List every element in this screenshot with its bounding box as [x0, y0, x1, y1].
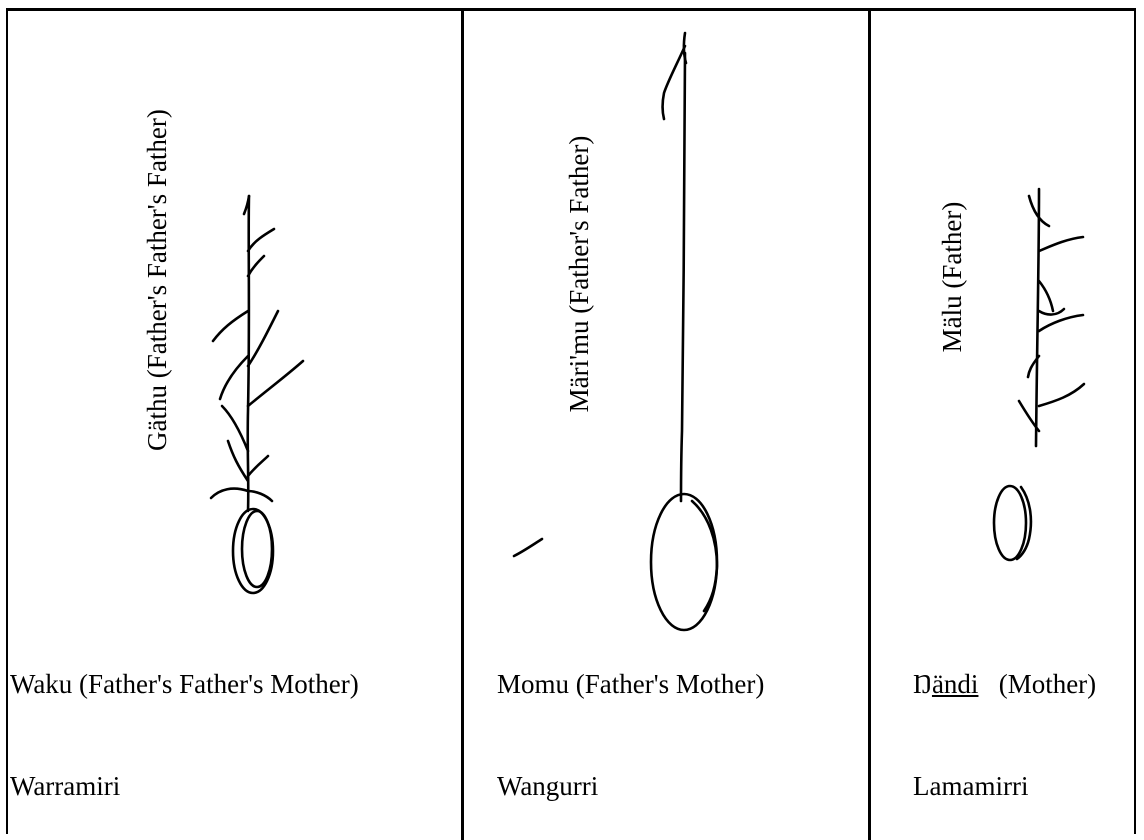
- relation-label-waku: Waku (Father's Father's Mother): [10, 669, 359, 700]
- relation-label-ngandi-prefix: Ŋ: [913, 669, 932, 699]
- relation-label-ngandi-suffix: (Mother): [978, 669, 1096, 699]
- relation-label-ngandi: Ŋändi (Mother): [913, 669, 1096, 700]
- relation-label-ngandi-underlined: ändi: [932, 669, 979, 699]
- clan-label-warramiri: Warramiri: [10, 771, 120, 802]
- relation-label-momu: Momu (Father's Mother): [497, 669, 764, 700]
- plant-drawing-branched: [8, 11, 461, 840]
- clan-label-wangurri: Wangurri: [497, 771, 598, 802]
- panel-lamamirri: Mälu (Father) Ŋändi (Mother) Lamamirri: [871, 11, 1136, 840]
- plant-drawing-sparse: [871, 11, 1136, 840]
- plant-drawing-straight: [464, 11, 868, 840]
- panel-warramiri: Gäthu (Father's Father's Father) Waku (F…: [8, 11, 461, 840]
- panel-wangurri: Märi'mu (Father's Father) Momu (Father's…: [464, 11, 868, 840]
- clan-label-lamamirri: Lamamirri: [913, 771, 1028, 802]
